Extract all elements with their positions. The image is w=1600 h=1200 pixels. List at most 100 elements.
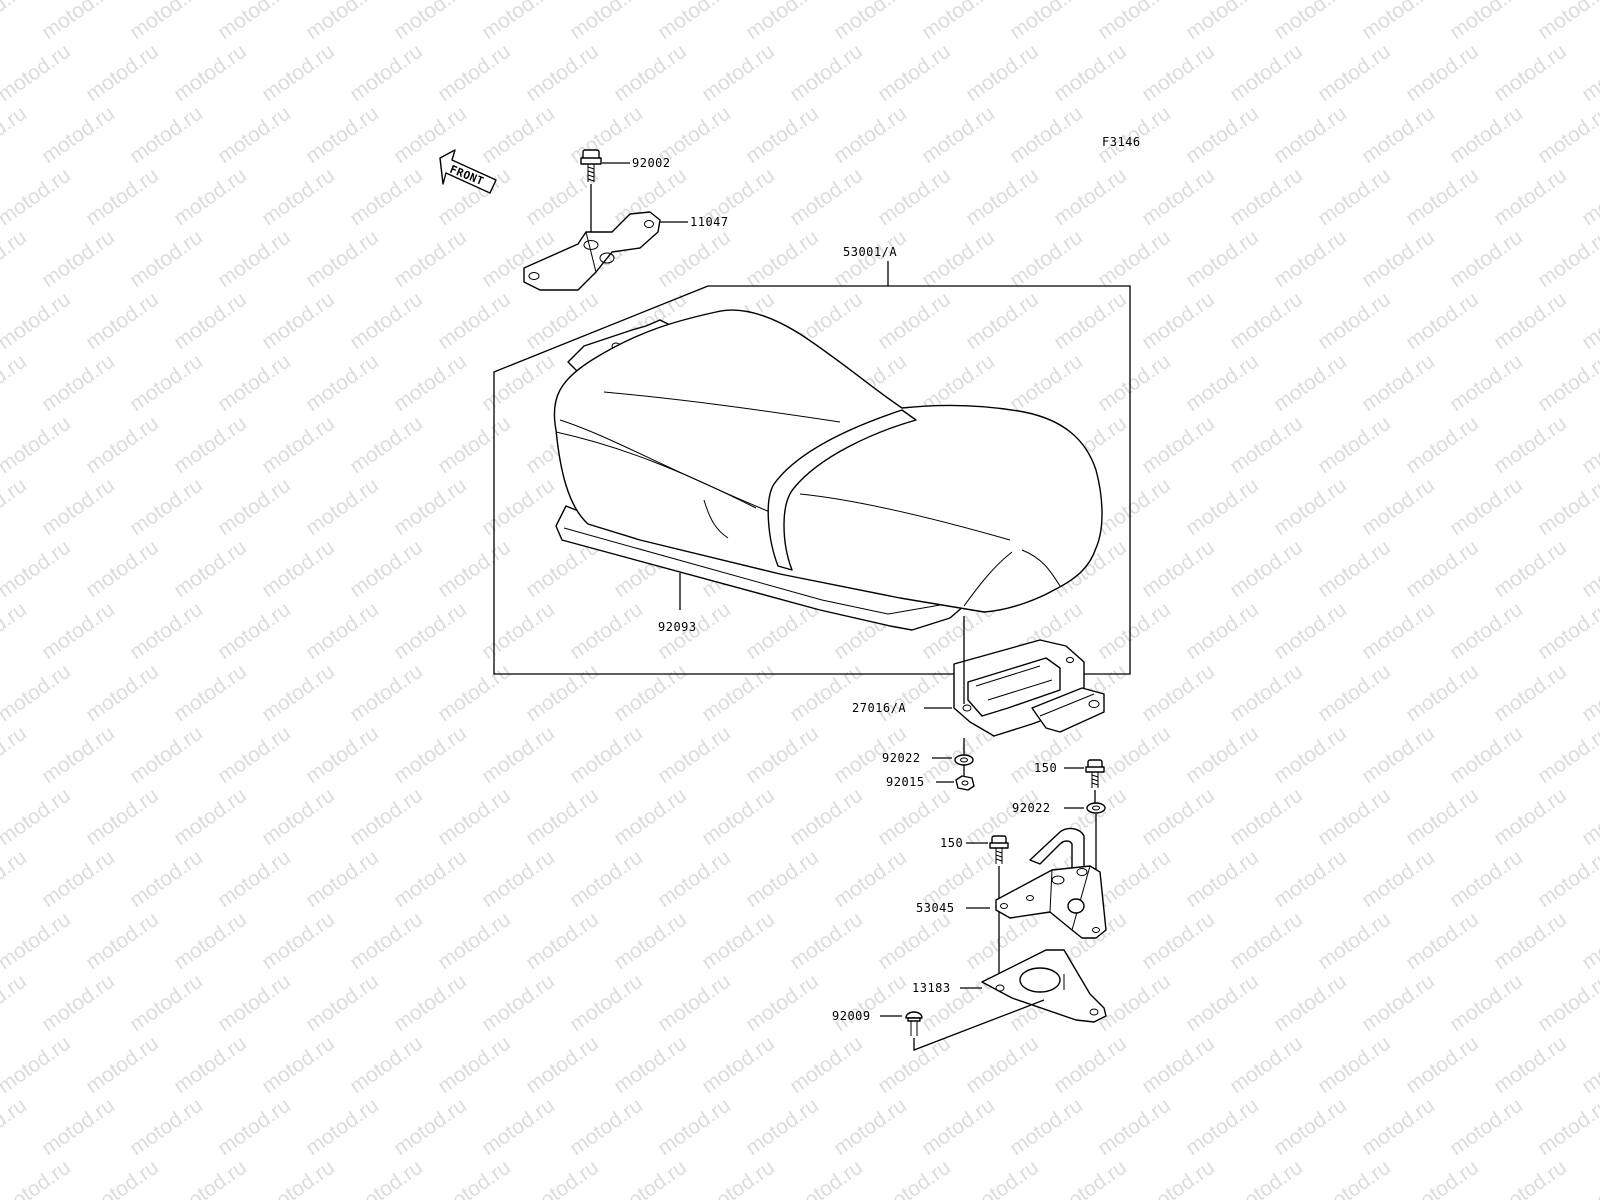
part-label-92002[interactable]: 92002 [632, 156, 671, 170]
watermark-text: motod.ru [434, 908, 515, 974]
watermark-text: motod.ru [38, 474, 119, 540]
watermark-text: motod.ru [346, 40, 427, 106]
watermark-text: motod.ru [1006, 102, 1087, 168]
part-label-92022a[interactable]: 92022 [882, 751, 921, 765]
watermark-text: motod.ru [258, 164, 339, 230]
part-label-92093[interactable]: 92093 [658, 620, 697, 634]
watermark-text: motod.ru [1314, 536, 1395, 602]
part-label-53045[interactable]: 53045 [916, 901, 955, 915]
watermark-text: motod.ru [1314, 784, 1395, 850]
watermark-text: motod.ru [566, 722, 647, 788]
watermark-text: motod.ru [302, 1094, 383, 1160]
watermark-text: motod.ru [1402, 412, 1483, 478]
watermark-text: motod.ru [478, 474, 559, 540]
watermark-text: motod.ru [698, 1156, 779, 1200]
watermark-text: motod.ru [1534, 0, 1600, 44]
watermark-text: motod.ru [390, 102, 471, 168]
watermark-text: motod.ru [1138, 1156, 1219, 1200]
watermark-text: motod.ru [302, 722, 383, 788]
watermark-text: motod.ru [1446, 970, 1527, 1036]
watermark-text: motod.ru [1402, 784, 1483, 850]
watermark-text: motod.ru [1094, 598, 1175, 664]
part-label-150b[interactable]: 150 [940, 836, 963, 850]
watermark-text: motod.ru [434, 784, 515, 850]
part-label-27016[interactable]: 27016/A [852, 701, 906, 715]
watermark-text: motod.ru [1358, 0, 1439, 44]
watermark-text: motod.ru [1358, 1094, 1439, 1160]
watermark-text: motod.ru [1138, 164, 1219, 230]
watermark-text: motod.ru [214, 598, 295, 664]
watermark-text: motod.ru [1490, 1032, 1571, 1098]
watermark-text: motod.ru [38, 970, 119, 1036]
watermark-text: motod.ru [1534, 102, 1600, 168]
watermark-text: motod.ru [126, 970, 207, 1036]
watermark-text: motod.ru [698, 1032, 779, 1098]
watermark-text: motod.ru [1578, 536, 1600, 602]
watermark-text: motod.ru [566, 846, 647, 912]
part-label-92015[interactable]: 92015 [886, 775, 925, 789]
watermark-text: motod.ru [1314, 1156, 1395, 1200]
watermark-text: motod.ru [478, 598, 559, 664]
watermark-text: motod.ru [478, 102, 559, 168]
watermark-text: motod.ru [1270, 226, 1351, 292]
figure-code: F3146 [1102, 135, 1141, 149]
watermark-text: motod.ru [522, 908, 603, 974]
watermark-text: motod.ru [170, 908, 251, 974]
watermark-text: motod.ru [302, 0, 383, 44]
watermark-text: motod.ru [1314, 412, 1395, 478]
watermark-text: motod.ru [1578, 164, 1600, 230]
axis-92009 [913, 999, 1045, 1051]
watermark-text: motod.ru [0, 784, 75, 850]
part-label-150a[interactable]: 150 [1034, 761, 1057, 775]
watermark-text: motod.ru [478, 0, 559, 44]
watermark-text: motod.ru [346, 536, 427, 602]
part-label-53001[interactable]: 53001/A [843, 245, 897, 259]
watermark-text: motod.ru [1270, 0, 1351, 44]
watermark-text: motod.ru [346, 660, 427, 726]
part-label-13183[interactable]: 13183 [912, 981, 951, 995]
watermark-text: motod.ru [1446, 722, 1527, 788]
watermark-text: motod.ru [434, 660, 515, 726]
watermark-text: motod.ru [126, 722, 207, 788]
watermark-text: motod.ru [1226, 908, 1307, 974]
watermark-text: motod.ru [1050, 1032, 1131, 1098]
part-label-92009[interactable]: 92009 [832, 1009, 871, 1023]
watermark-text: motod.ru [698, 908, 779, 974]
watermark-text: motod.ru [610, 1156, 691, 1200]
watermark-text: motod.ru [698, 660, 779, 726]
watermark-text: motod.ru [302, 846, 383, 912]
watermark-text: motod.ru [478, 970, 559, 1036]
watermark-text: motod.ru [962, 40, 1043, 106]
watermark-text: motod.ru [1226, 40, 1307, 106]
watermark-text: motod.ru [214, 350, 295, 416]
watermark-text: motod.ru [1226, 784, 1307, 850]
watermark-text: motod.ru [1006, 350, 1087, 416]
watermark-text: motod.ru [654, 1094, 735, 1160]
watermark-text: motod.ru [0, 412, 75, 478]
watermark-text: motod.ru [214, 0, 295, 44]
watermark-text: motod.ru [82, 412, 163, 478]
watermark-text: motod.ru [126, 846, 207, 912]
watermark-text: motod.ru [1094, 722, 1175, 788]
watermark-text: motod.ru [522, 784, 603, 850]
watermark-text: motod.ru [170, 164, 251, 230]
watermark-text: motod.ru [1358, 722, 1439, 788]
bolt-right-drawing [1085, 759, 1105, 788]
watermark-text: motod.ru [346, 164, 427, 230]
watermark-text: motod.ru [0, 1156, 75, 1200]
watermark-text: motod.ru [0, 226, 31, 292]
watermark-text: motod.ru [258, 288, 339, 354]
part-label-92022b[interactable]: 92022 [1012, 801, 1051, 815]
watermark-text: motod.ru [126, 598, 207, 664]
watermark-text: motod.ru [918, 0, 999, 44]
watermark-text: motod.ru [1314, 288, 1395, 354]
watermark-text: motod.ru [610, 1032, 691, 1098]
watermark-text: motod.ru [346, 1156, 427, 1200]
watermark-text: motod.ru [874, 40, 955, 106]
watermark-text: motod.ru [214, 846, 295, 912]
watermark-text: motod.ru [258, 1032, 339, 1098]
part-label-11047[interactable]: 11047 [690, 215, 729, 229]
watermark-text: motod.ru [1534, 226, 1600, 292]
watermark-text: motod.ru [654, 722, 735, 788]
watermark-text: motod.ru [38, 350, 119, 416]
